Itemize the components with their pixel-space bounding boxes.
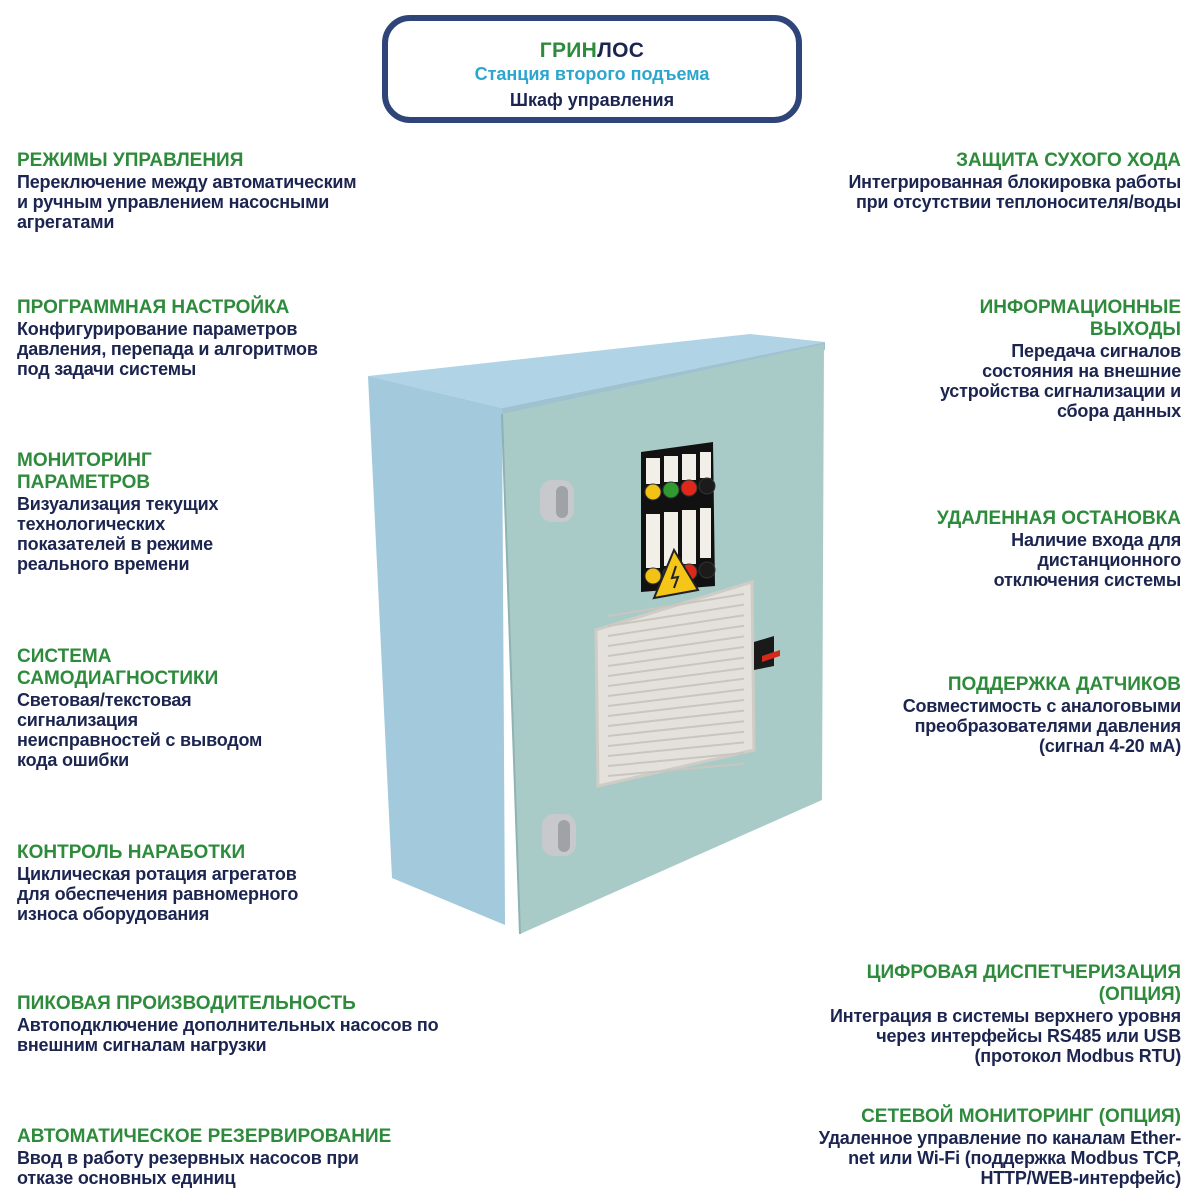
louver-slat [607, 720, 745, 737]
control-cabinet-illustration [368, 334, 825, 935]
feature-title: УДАЛЕННАЯ ОСТАНОВКА [936, 508, 1181, 529]
feature-title: РЕЖИМЫ УПРАВЛЕНИЯ [17, 150, 244, 171]
hinge-top [540, 480, 574, 522]
louver-slat [607, 752, 745, 767]
feature-description: Визуализация текущих технологических пок… [17, 494, 219, 574]
red-indicator-lamp [680, 479, 698, 497]
louver-slat [607, 688, 745, 707]
feature-description: Наличие входа для дистанционного отключе… [993, 530, 1182, 590]
green-indicator-lamp [662, 481, 680, 499]
louver-slat [607, 667, 745, 687]
louver-slat [607, 709, 745, 727]
feature-description: Удаленное управление по каналам Ether- n… [818, 1128, 1181, 1188]
feature-dry-run-protection: ЗАЩИТА СУХОГО ХОДА Интегрированная блоки… [661, 150, 1181, 212]
high-voltage-warning-icon [652, 547, 700, 600]
feature-title: ПИКОВАЯ ПРОИЗВОДИТЕЛЬНОСТЬ [17, 993, 356, 1014]
cabinet-top [368, 334, 825, 408]
louver-slat [607, 624, 745, 647]
louver-slat [607, 699, 745, 717]
product-title: Шкаф управления [509, 90, 675, 110]
feature-digital-dispatch: ЦИФРОВАЯ ДИСПЕТЧЕРИЗАЦИЯ (ОПЦИЯ) Интегра… [661, 962, 1181, 1066]
feature-software-setup: ПРОГРАММНАЯ НАСТРОЙКА Конфигурирование п… [17, 297, 537, 379]
louver-slat [607, 677, 745, 697]
louver-slat [607, 603, 745, 627]
hinge-bottom [542, 814, 576, 856]
feature-sensor-support: ПОДДЕРЖКА ДАТЧИКОВ Совместимость с анало… [661, 674, 1182, 756]
feature-info-outputs: ИНФОРМАЦИОННЫЕ ВЫХОДЫ Передача сигналов … [661, 297, 1181, 421]
louver-slat [607, 730, 745, 747]
brand-part-green: ГРИН [539, 39, 598, 62]
louver-slat [607, 646, 745, 667]
feature-description: Совместимость с аналоговыми преобразоват… [902, 696, 1182, 756]
feature-auto-redundancy: АВТОМАТИЧЕСКОЕ РЕЗЕРВИРОВАНИЕ Ввод в раб… [17, 1126, 537, 1188]
title-frame: ГРИНЛОС Станция второго подъема Шкаф упр… [382, 15, 802, 123]
feature-title: СЕТЕВОЙ МОНИТОРИНГ (ОПЦИЯ) [861, 1106, 1181, 1127]
feature-runtime-control: КОНТРОЛЬ НАРАБОТКИ Циклическая ротация а… [17, 842, 537, 924]
feature-description: Автоподключение дополнительных насосов п… [17, 1015, 439, 1055]
feature-description: Переключение между автоматическим и ручн… [17, 172, 357, 232]
feature-description: Интеграция в системы верхнего уровня чер… [830, 1006, 1181, 1066]
feature-control-modes: РЕЖИМЫ УПРАВЛЕНИЯ Переключение между авт… [17, 150, 537, 232]
feature-title: МОНИТОРИНГ ПАРАМЕТРОВ [17, 450, 152, 493]
feature-title: ПОДДЕРЖКА ДАТЧИКОВ [947, 674, 1181, 695]
indicator-panel [641, 442, 715, 592]
yellow-indicator-lamp [644, 483, 662, 501]
feature-title: СИСТЕМА САМОДИАГНОСТИКИ [17, 646, 219, 689]
feature-title: АВТОМАТИЧЕСКОЕ РЕЗЕРВИРОВАНИЕ [17, 1126, 392, 1147]
feature-description: Циклическая ротация агрегатов для обеспе… [17, 864, 299, 924]
feature-title: ЗАЩИТА СУХОГО ХОДА [956, 150, 1181, 171]
feature-description: Конфигурирование параметров давления, пе… [17, 319, 318, 379]
feature-description: Ввод в работу резервных насосов при отка… [17, 1148, 359, 1188]
louver-slat [607, 656, 745, 677]
feature-title: ЦИФРОВАЯ ДИСПЕТЧЕРИЗАЦИЯ (ОПЦИЯ) [866, 962, 1181, 1005]
feature-peak-performance: ПИКОВАЯ ПРОИЗВОДИТЕЛЬНОСТЬ Автоподключен… [17, 993, 537, 1055]
feature-description: Передача сигналов состояния на внешние у… [939, 341, 1181, 421]
louver-slat [607, 762, 745, 777]
louver-slat [607, 741, 745, 757]
door-edge [501, 413, 521, 935]
feature-description: Интегрированная блокировка работы при от… [848, 172, 1181, 212]
feature-parameter-monitoring: МОНИТОРИНГ ПАРАМЕТРОВ Визуализация текущ… [17, 450, 537, 574]
feature-title: ИНФОРМАЦИОННЫЕ ВЫХОДЫ [979, 297, 1181, 340]
selector-switch[interactable] [698, 561, 716, 579]
louver-slat [607, 593, 745, 617]
feature-self-diagnostics: СИСТЕМА САМОДИАГНОСТИКИ Световая/текстов… [17, 646, 537, 770]
feature-title: КОНТРОЛЬ НАРАБОТКИ [17, 842, 246, 863]
door-lock-handle[interactable] [754, 636, 780, 670]
cabinet-side [368, 376, 505, 925]
selector-switch[interactable] [698, 477, 716, 495]
feature-network-monitoring: СЕТЕВОЙ МОНИТОРИНГ (ОПЦИЯ) Удаленное упр… [661, 1106, 1181, 1188]
yellow-indicator-lamp [644, 567, 662, 585]
louver-slat [607, 635, 745, 657]
ventilation-grille[interactable] [594, 579, 756, 788]
feature-description: Световая/текстовая сигнализация неисправ… [17, 690, 263, 770]
brand-logo: ГРИНЛОС [388, 39, 796, 63]
brand-part-navy: ЛОС [597, 39, 645, 62]
feature-remote-stop: УДАЛЕННАЯ ОСТАНОВКА Наличие входа для ди… [661, 508, 1181, 590]
feature-title: ПРОГРАММНАЯ НАСТРОЙКА [17, 297, 290, 318]
subtitle: Станция второго подъема [474, 64, 710, 84]
louver-slat [607, 614, 745, 637]
